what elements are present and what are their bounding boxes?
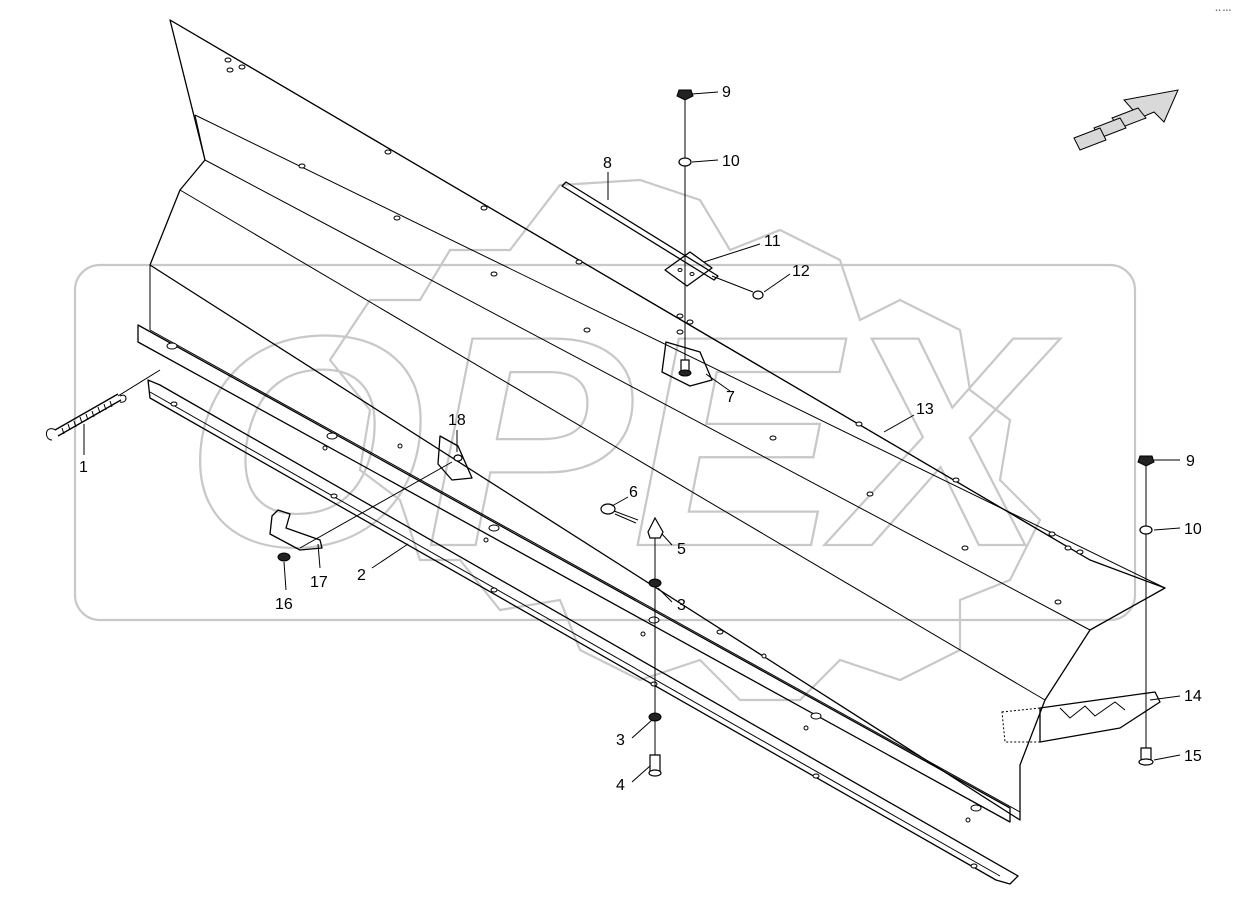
- callout-3b: 3: [616, 732, 625, 749]
- rail-holes: [166, 342, 982, 869]
- deflector-outline: [149, 19, 1166, 821]
- washer-10-top: [678, 157, 692, 167]
- rail-lower-strip: [147, 379, 1019, 885]
- callout-17: 17: [310, 574, 328, 591]
- direction-arrow-icon: [1073, 89, 1179, 151]
- handle-17: [269, 509, 323, 551]
- callout-10b: 10: [1184, 521, 1202, 538]
- callout-10a: 10: [722, 153, 740, 170]
- lower-rail: [137, 324, 1021, 885]
- center-bolt-stack: [600, 503, 664, 777]
- pin-8: [561, 181, 719, 281]
- watermark: OPEX: [73, 178, 1137, 702]
- callout-4: 4: [616, 777, 625, 794]
- callout-9b: 9: [1186, 453, 1195, 470]
- washer-10-right: [1139, 525, 1153, 535]
- callout-7: 7: [726, 389, 735, 406]
- end-flap: [1001, 691, 1161, 743]
- callout-16: 16: [275, 596, 293, 613]
- bracket-7: [661, 341, 713, 387]
- end-flap-outline: [1039, 691, 1161, 743]
- end-flap-dashed: [1001, 707, 1041, 743]
- washer-3-top: [648, 578, 662, 588]
- callout-15: 15: [1184, 748, 1202, 765]
- deflector-fold-2: [179, 189, 1046, 701]
- spring-1: [54, 393, 122, 437]
- watermark-frame: [73, 263, 1137, 622]
- nut-9-top: [676, 89, 694, 101]
- eyebolt-6: [600, 503, 616, 515]
- callout-labels: 1 2 3 3 4 5 6 7 8 9 9 10 10 11 12 13 14 …: [79, 84, 1202, 794]
- deflector-top-edge: [169, 19, 1091, 561]
- callout-13: 13: [916, 401, 934, 418]
- callout-1: 1: [79, 459, 88, 476]
- handle-spring-assembly: [46, 369, 473, 562]
- spring-hook-right: [119, 394, 127, 403]
- callout-18: 18: [448, 412, 466, 429]
- bracket-18: [437, 435, 473, 481]
- washer-3-bottom: [648, 712, 662, 722]
- bolt-5: [647, 516, 664, 539]
- deflector-fold-1: [194, 114, 1091, 631]
- hinge-plate-11: [664, 251, 713, 287]
- rail-upper-strip: [137, 324, 1011, 823]
- nut-9-right: [1137, 455, 1155, 467]
- callout-8: 8: [603, 155, 612, 172]
- clip-12: [752, 290, 764, 300]
- callout-2: 2: [357, 567, 366, 584]
- callout-12: 12: [792, 263, 810, 280]
- callout-leaders: [83, 91, 1181, 783]
- callout-5: 5: [677, 541, 686, 558]
- hinge-assembly: [561, 89, 764, 387]
- right-bolt-stack: [1137, 455, 1155, 766]
- corner-mark: •• •••: [1215, 8, 1231, 14]
- callout-6: 6: [629, 484, 638, 501]
- callout-9a: 9: [722, 84, 731, 101]
- callout-11: 11: [764, 233, 781, 250]
- nut-16: [277, 552, 291, 562]
- callout-14: 14: [1184, 688, 1202, 705]
- deflector-fold-3: [194, 114, 1166, 589]
- deflector-body: [149, 19, 1166, 821]
- rail-upper-edge: [149, 329, 1021, 813]
- bolt-15: [1140, 747, 1152, 761]
- deflector-holes: [224, 57, 1084, 659]
- rail-lower-edge: [149, 391, 1001, 877]
- spring-hook-left: [46, 428, 57, 441]
- callout-3a: 3: [677, 597, 686, 614]
- watermark-brand-text: OPEX: [185, 273, 1061, 609]
